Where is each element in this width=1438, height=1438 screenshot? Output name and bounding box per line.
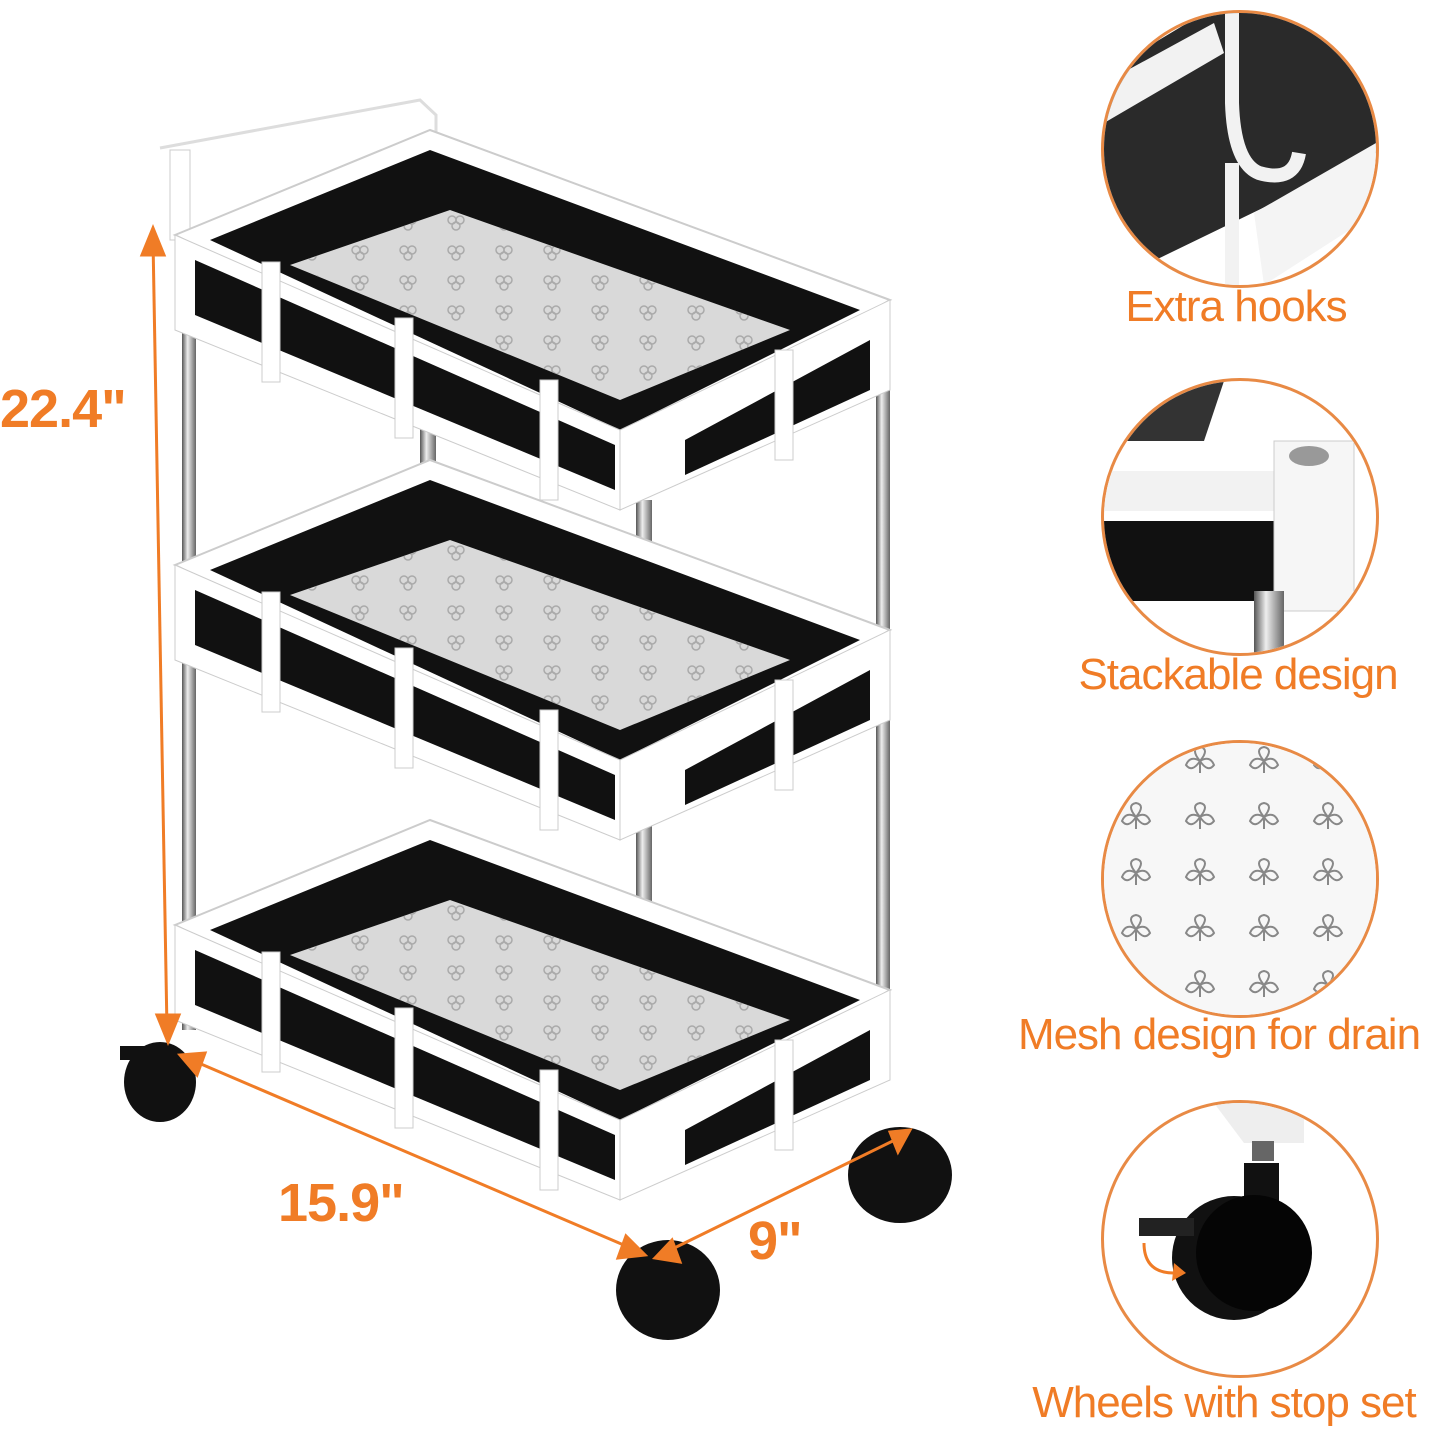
- feature-label-mesh: Mesh design for drain: [1017, 1010, 1421, 1059]
- feature-label-stackable: Stackable design: [1078, 650, 1398, 699]
- feature-label-hooks: Extra hooks: [1125, 282, 1347, 331]
- cart-illustration: [120, 98, 952, 1340]
- tier-top: [172, 128, 893, 511]
- width-dimension-label: 9": [748, 1211, 803, 1271]
- length-dimension-label: 15.9": [278, 1173, 405, 1233]
- height-dimension-label: 22.4": [0, 379, 127, 439]
- tier-middle: [172, 458, 893, 841]
- flower-mesh-closeup-icon: [1101, 740, 1379, 1018]
- stack-joint-closeup-icon: [1101, 378, 1379, 656]
- feature-label-wheels: Wheels with stop set: [1032, 1378, 1417, 1427]
- tier-bottom: [172, 818, 893, 1201]
- locking-caster-closeup-icon: [1101, 1100, 1379, 1378]
- hook-closeup-icon: [1101, 10, 1379, 288]
